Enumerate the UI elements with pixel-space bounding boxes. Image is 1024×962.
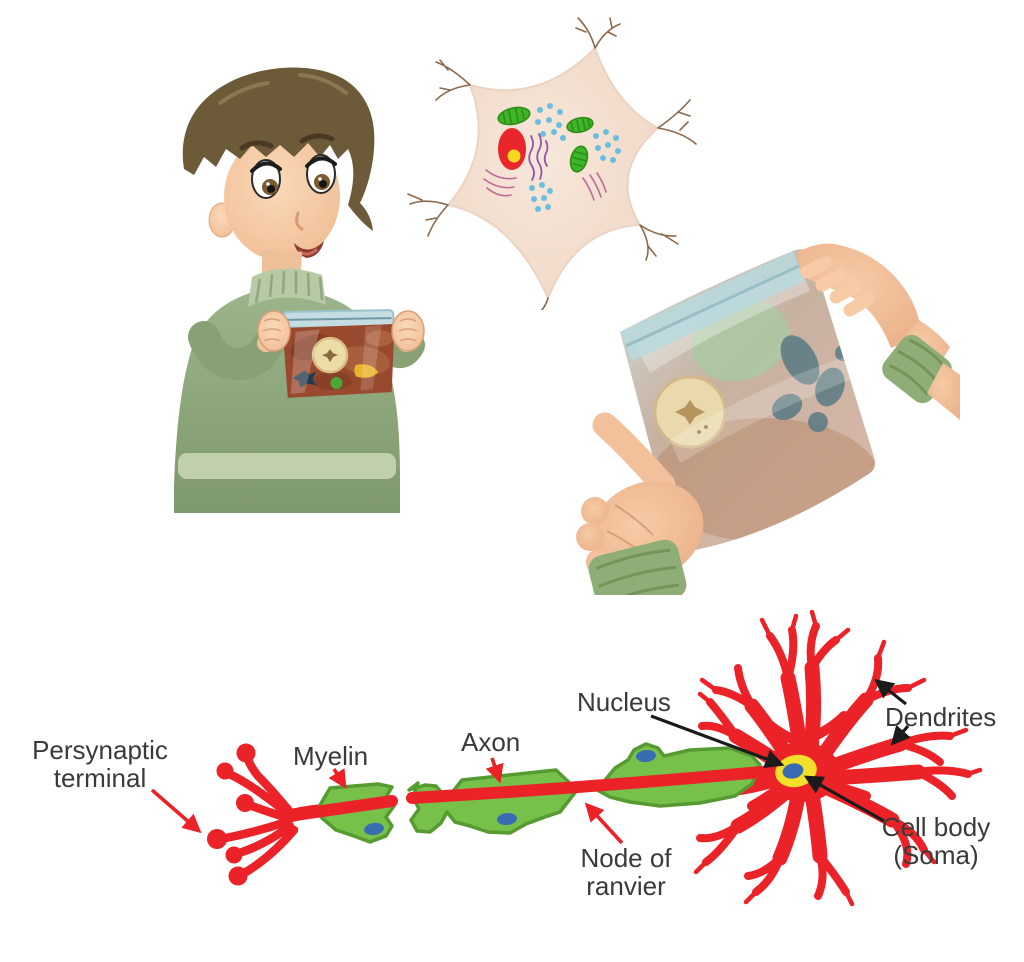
boy-hair — [182, 67, 375, 232]
hands-bag-illustration — [576, 243, 960, 595]
boy-nose — [295, 211, 304, 231]
nucleus-shape — [782, 763, 804, 779]
nucleus-arrow — [650, 714, 785, 768]
green-pea — [330, 377, 343, 390]
node-arrow — [584, 802, 624, 845]
boy-hair-highlight — [218, 73, 348, 105]
nucleus-organelle — [498, 128, 526, 170]
left-hand — [576, 412, 704, 595]
axon-arrow — [485, 757, 504, 784]
label-node-of-ranvier: Node of ranvier — [580, 843, 672, 902]
boy-eyes — [250, 154, 337, 199]
boy-specimen-bag — [282, 309, 395, 398]
label-myelin: Myelin — [293, 741, 369, 771]
dendrites-arrow-down — [890, 724, 911, 746]
black-annotation-arrows — [650, 679, 911, 823]
boy-illustration — [174, 67, 425, 513]
bag-dark-content — [771, 335, 851, 432]
cell-body-arrow — [803, 775, 885, 823]
myelin-arrow — [328, 768, 347, 789]
pink-filaments — [483, 169, 607, 201]
glial-nuclei — [364, 749, 656, 836]
label-nucleus: Nucleus — [577, 687, 671, 717]
endoplasmic-reticulum — [528, 133, 549, 181]
mitochondria — [497, 106, 594, 173]
boy-waistband — [178, 453, 396, 479]
boy-hands — [257, 310, 425, 352]
label-presynaptic-terminal: Persynaptic terminal — [32, 735, 168, 794]
dendrites-arrow-up — [874, 679, 907, 706]
red-annotation-arrows — [150, 757, 624, 845]
navy-piece — [292, 370, 317, 388]
cell-branches — [407, 17, 697, 310]
axon-line — [282, 763, 801, 822]
presynaptic-arrow — [150, 788, 202, 834]
right-hand — [797, 243, 960, 420]
boy-collar — [248, 268, 326, 307]
label-dendrites: Dendrites — [885, 702, 997, 732]
yellow-piece — [354, 364, 379, 378]
label-axon: Axon — [461, 727, 521, 757]
boy-left-sleeve — [188, 321, 284, 380]
left-cuff — [588, 539, 687, 595]
neuron-cell-illustration — [407, 17, 697, 310]
label-cell-body: Cell body (Soma) — [881, 812, 991, 871]
boy-eyebrows — [239, 133, 335, 151]
ribosome-dots — [529, 103, 621, 212]
